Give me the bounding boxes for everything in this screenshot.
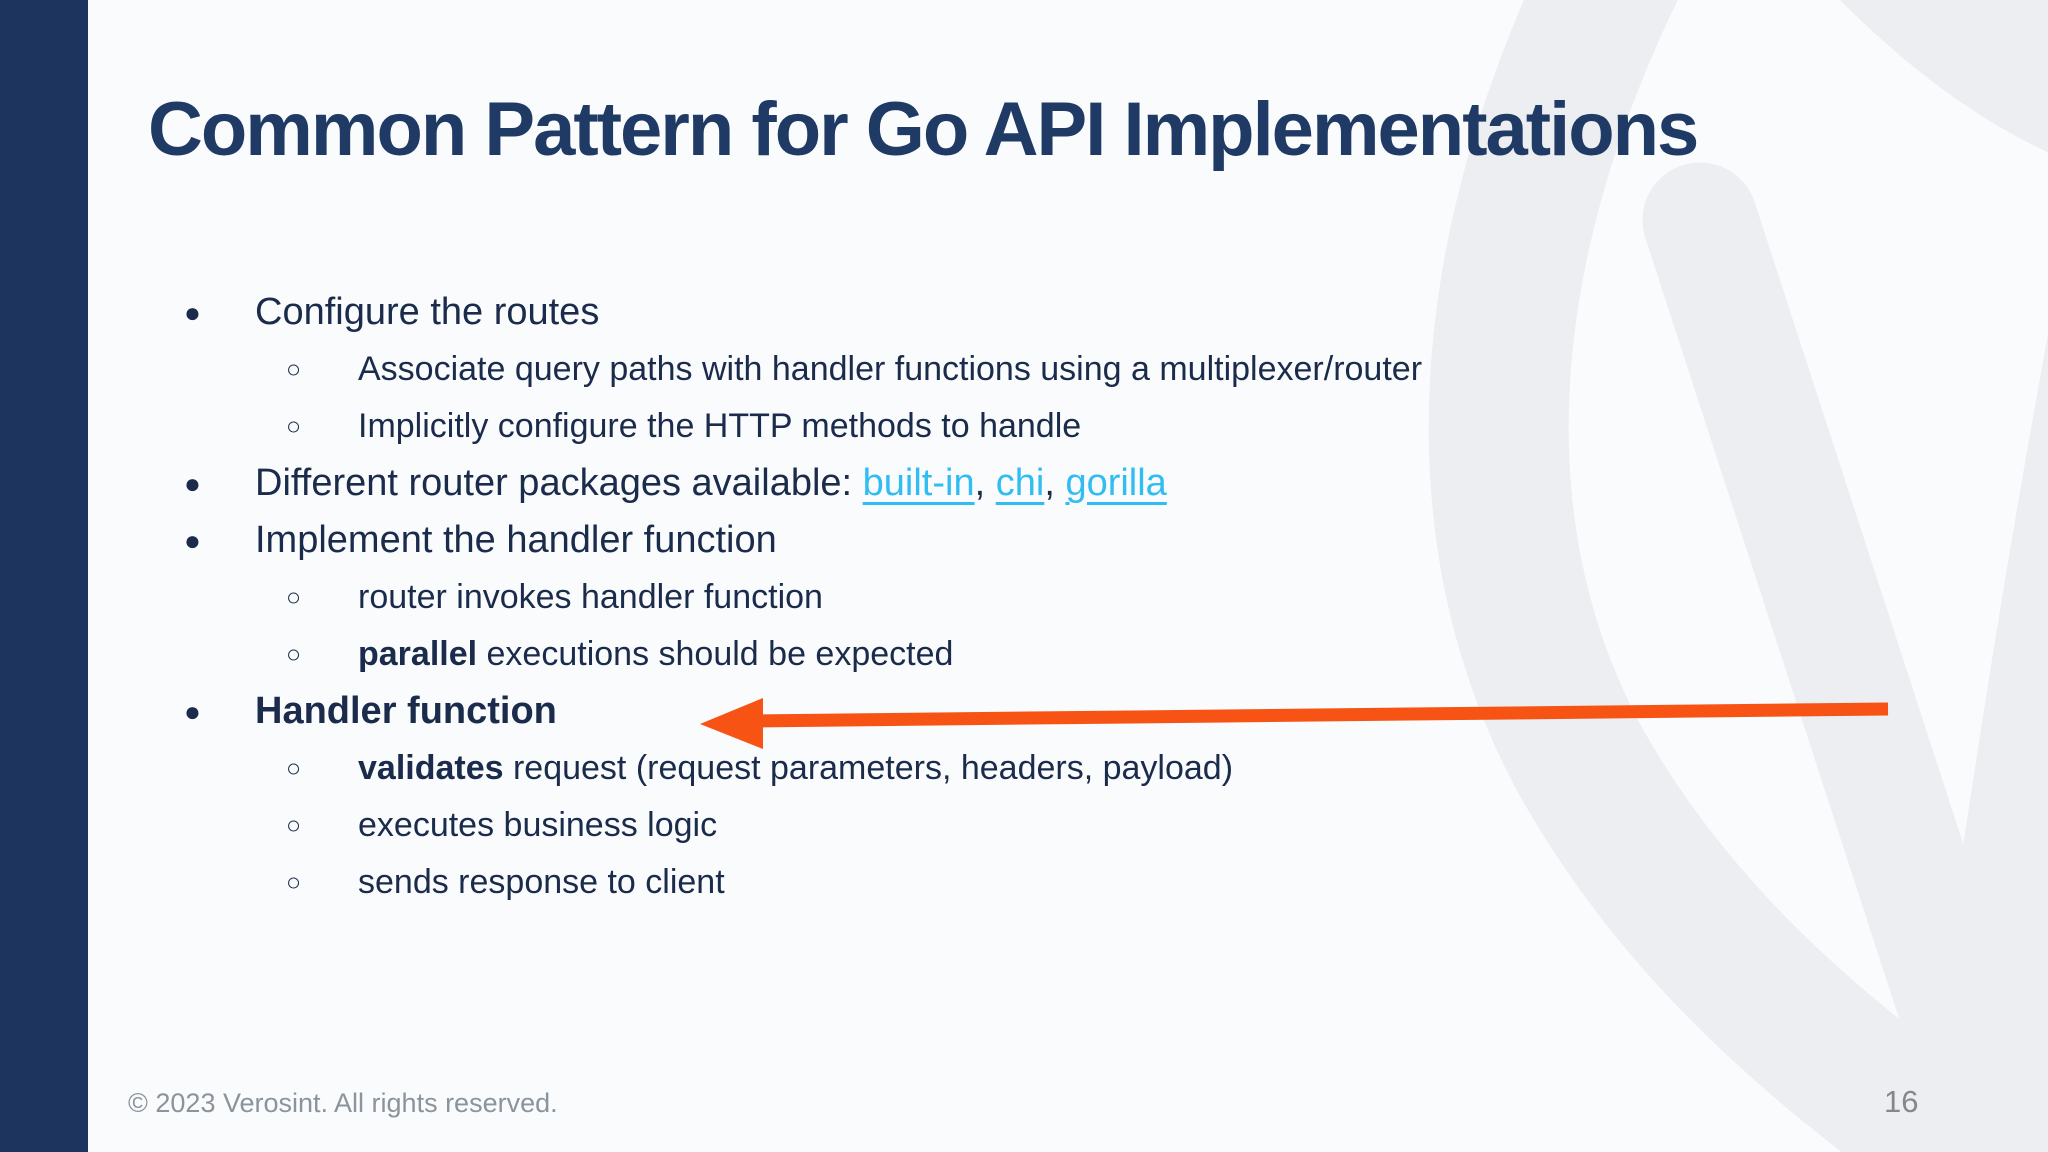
bullet-item-handler-function: Handler function <box>150 683 1910 740</box>
bullet-item-parallel-executions: parallel executions should be expected <box>150 626 1910 683</box>
left-accent-bar <box>0 0 88 1152</box>
bullet-item-implement-handler: Implement the handler function <box>150 512 1910 569</box>
bullet-text-rest: executions should be expected <box>477 635 954 673</box>
circle-marker-icon <box>286 813 301 838</box>
bullet-text-rest: request (request parameters, headers, pa… <box>503 749 1234 787</box>
footer-copyright: © 2023 Verosint. All rights reserved. <box>128 1088 558 1118</box>
bullet-text: executes business logic <box>358 806 718 844</box>
bullet-list: Configure the routes Associate query pat… <box>150 284 1910 911</box>
bullet-text-bold: parallel <box>358 635 478 673</box>
link-gorilla[interactable]: gorilla <box>1065 462 1167 504</box>
circle-marker-icon <box>286 642 301 667</box>
bullet-text: Configure the routes <box>255 291 600 333</box>
link-separator: , <box>974 462 996 504</box>
bullet-marker-icon <box>184 527 201 555</box>
link-built-in[interactable]: built-in <box>862 462 975 504</box>
link-chi[interactable]: chi <box>995 462 1045 504</box>
circle-marker-icon <box>286 870 301 895</box>
circle-marker-icon <box>286 357 301 382</box>
slide-title: Common Pattern for Go API Implementation… <box>148 87 1699 172</box>
bullet-text: validates request (request parameters, h… <box>358 749 1233 788</box>
circle-marker-icon <box>286 414 301 439</box>
bullet-text-prefix: Different router packages available: <box>255 462 863 504</box>
bullet-item-sends-response: sends response to client <box>150 854 1910 911</box>
bullet-item-configure-routes: Configure the routes <box>150 284 1910 341</box>
bullet-text: Handler function <box>255 690 557 732</box>
bullet-item-router-packages: Different router packages available: bui… <box>150 455 1910 512</box>
bullet-text: Different router packages available: bui… <box>255 462 1167 505</box>
bullet-item-executes-logic: executes business logic <box>150 797 1910 854</box>
page-number: 16 <box>1884 1084 1919 1119</box>
bullet-text: sends response to client <box>358 863 725 901</box>
bullet-item-implicit-http: Implicitly configure the HTTP methods to… <box>150 398 1910 455</box>
bullet-text: Implement the handler function <box>255 519 777 561</box>
bullet-item-router-invokes: router invokes handler function <box>150 569 1910 626</box>
circle-marker-icon <box>286 756 301 781</box>
bullet-marker-icon <box>184 470 201 498</box>
bullet-text: parallel executions should be expected <box>358 635 953 674</box>
link-separator: , <box>1044 462 1066 504</box>
bullet-item-validates-request: validates request (request parameters, h… <box>150 740 1910 797</box>
bullet-marker-icon <box>184 698 201 726</box>
bullet-marker-icon <box>184 299 201 327</box>
bullet-text: Implicitly configure the HTTP methods to… <box>358 407 1082 445</box>
bullet-item-associate-paths: Associate query paths with handler funct… <box>150 341 1910 398</box>
bullet-text: Associate query paths with handler funct… <box>358 350 1423 388</box>
bullet-text-bold: validates <box>358 749 504 787</box>
bullet-text: router invokes handler function <box>358 578 823 616</box>
circle-marker-icon <box>286 585 301 610</box>
